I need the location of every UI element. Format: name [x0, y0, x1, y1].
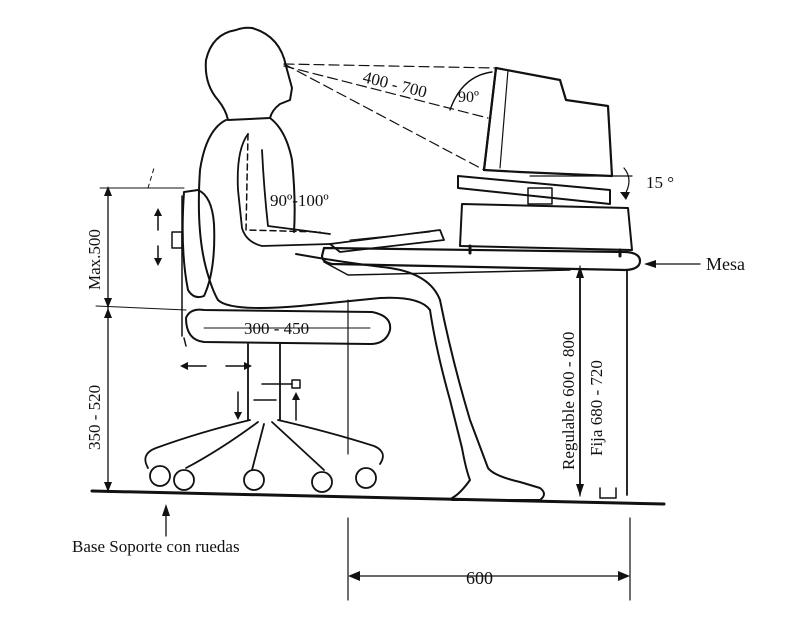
- desk-label: Mesa: [706, 254, 745, 274]
- office-chair: [144, 189, 392, 493]
- desk-adjustable-label: Regulable 600 - 800: [559, 332, 578, 470]
- legroom-depth-label: 600: [466, 568, 493, 588]
- desk-fixed-label: Fija 680 - 720: [587, 360, 606, 456]
- adjustment-arrows: [154, 208, 301, 421]
- tilt-marker: [529, 167, 633, 200]
- keyboard: [329, 229, 445, 253]
- seat-depth-label: 300 - 450: [244, 319, 309, 338]
- floor: [90, 489, 666, 506]
- base-label: Base Soporte con ruedas: [72, 537, 240, 556]
- dimension-lines: [95, 167, 701, 601]
- seat-height-label: 350 - 520: [85, 385, 104, 450]
- sight-lines: [283, 63, 497, 171]
- screen-angle-label: 90º: [458, 89, 479, 106]
- elbow-angle-label: 90º-100º: [270, 191, 329, 210]
- backrest-height-label: Max.500: [85, 229, 104, 290]
- tilt-angle-label: 15 °: [646, 173, 674, 192]
- seated-person: [197, 26, 545, 501]
- viewing-distance-label: 400 - 700: [361, 67, 429, 101]
- monitor: [482, 66, 614, 178]
